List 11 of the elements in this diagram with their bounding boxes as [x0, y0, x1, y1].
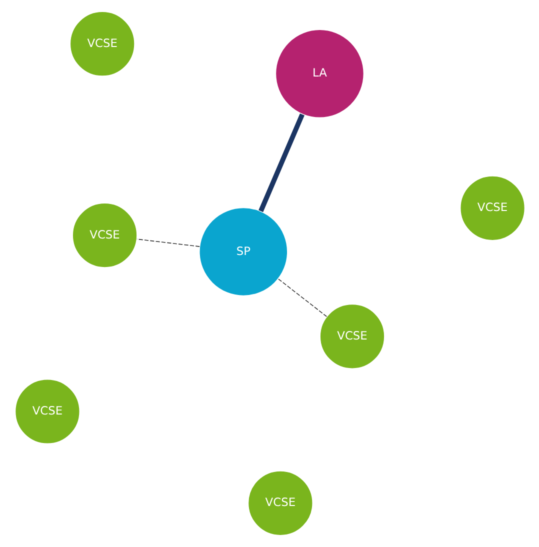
connector [278, 278, 327, 317]
node-circle: VCSE [247, 470, 313, 536]
node-circle: SP [198, 207, 288, 296]
connector [258, 113, 304, 212]
node-circle: VCSE [72, 202, 137, 268]
node-circle: LA [274, 29, 364, 118]
node-circle: VCSE [69, 11, 134, 76]
node-circle: VCSE [319, 304, 384, 370]
connector [136, 238, 200, 247]
node-circle: VCSE [459, 176, 525, 241]
node-circle: VCSE [14, 378, 80, 444]
